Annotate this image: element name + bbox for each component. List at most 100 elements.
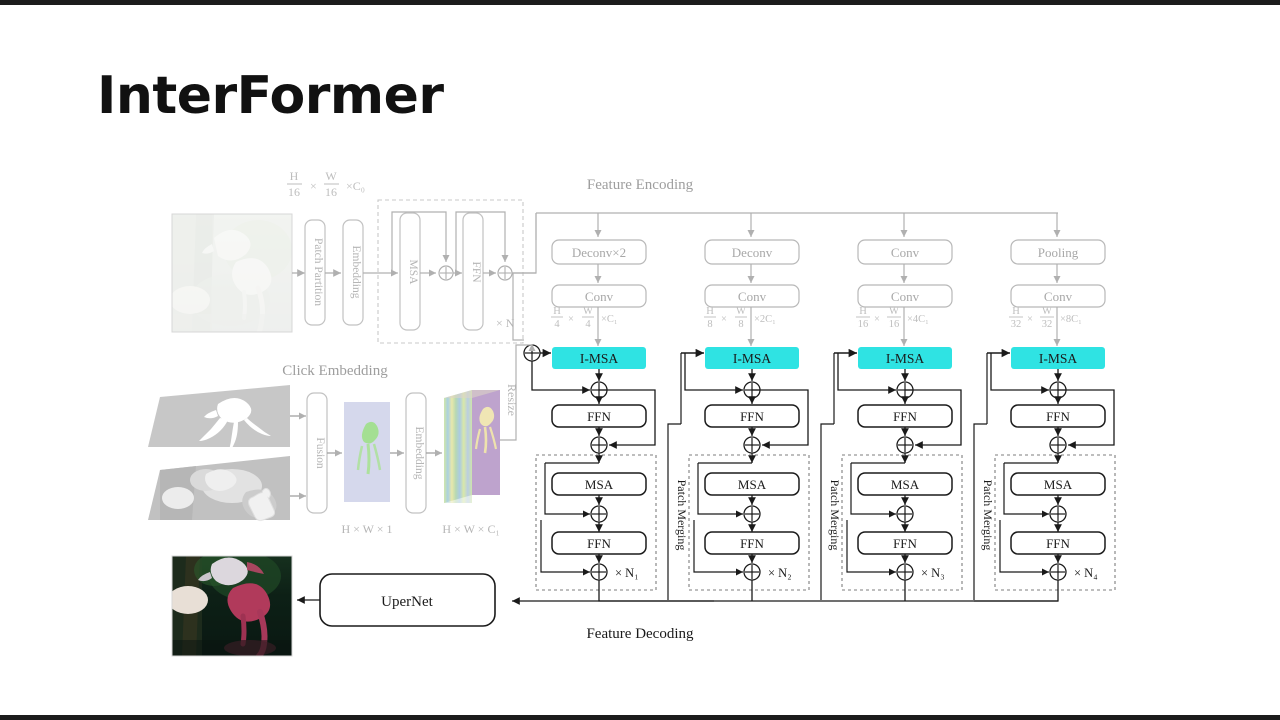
msa-dec-3-label: MSA <box>891 477 920 492</box>
block-deconv[interactable]: Deconv <box>704 239 800 265</box>
dim1-w-den: 4 <box>585 319 591 330</box>
encoder-dim-1: H 4 × W 4 ×C₁ <box>551 306 618 330</box>
block-ffn-dec-1[interactable]: FFN <box>551 531 647 555</box>
feature-encoding-title: Feature Encoding <box>587 177 694 193</box>
block-ffn-enc-3[interactable]: FFN <box>857 404 953 428</box>
decoder-block-3 <box>841 454 963 591</box>
residual-add-4b <box>1049 436 1067 454</box>
block-patch-partition[interactable]: Patch Partition <box>304 219 326 326</box>
block-conv-2[interactable]: Conv <box>704 284 800 308</box>
dim3-w-num: W <box>889 306 899 317</box>
block-fusion[interactable]: Fusion <box>306 392 328 514</box>
block-imsa-1[interactable]: I-MSA <box>552 347 646 369</box>
click-feature-dim-label: H × W × C₁ <box>442 522 499 536</box>
dim4-w-den: 32 <box>1042 319 1053 330</box>
imsa-1-label: I-MSA <box>580 351 619 366</box>
block-embedding-click[interactable]: Embedding <box>405 392 427 514</box>
residual-add-dec-2b <box>743 563 761 581</box>
block-conv-top-3[interactable]: Conv <box>857 239 953 265</box>
encoder-column-1: Deconv×2 Conv H 4 × W 4 ×C₁ <box>523 213 714 602</box>
dim2-times: × <box>721 314 727 325</box>
stem-dim-h-den: 16 <box>288 185 300 199</box>
block-ffn-enc-4[interactable]: FFN <box>1010 404 1106 428</box>
block-conv-3[interactable]: Conv <box>857 284 953 308</box>
block-ffn-enc-1[interactable]: FFN <box>551 404 647 428</box>
ffn-enc-4-label: FFN <box>1046 409 1070 424</box>
dim3-times: × <box>874 314 880 325</box>
feature-decoding-title: Feature Decoding <box>586 626 694 642</box>
block-embedding-stem[interactable]: Embedding <box>342 219 364 326</box>
block-upernet[interactable]: UperNet <box>319 573 496 627</box>
stem-dim-tail: ×C₀ <box>346 179 365 193</box>
block-msa-stem[interactable]: MSA <box>399 212 421 331</box>
block-pooling[interactable]: Pooling <box>1010 239 1106 265</box>
click-feature-volume <box>444 390 500 503</box>
block-ffn-enc-2[interactable]: FFN <box>704 404 800 428</box>
imsa-2-label: I-MSA <box>733 351 772 366</box>
dim1-tail: ×C₁ <box>601 314 618 325</box>
dim4-times: × <box>1027 314 1033 325</box>
output-image <box>171 555 293 657</box>
block-msa-dec-1[interactable]: MSA <box>551 472 647 496</box>
repeat-n1-label: × N₁ <box>615 566 639 580</box>
block-ffn-stem[interactable]: FFN <box>462 212 484 331</box>
click-mask-plane <box>148 385 290 451</box>
decoder-block-2 <box>688 454 810 591</box>
block-conv-4[interactable]: Conv <box>1010 284 1106 308</box>
dim3-w-den: 16 <box>889 319 900 330</box>
dim2-w-num: W <box>736 306 746 317</box>
block-msa-dec-3[interactable]: MSA <box>857 472 953 496</box>
ffn-dec-3-label: FFN <box>893 536 917 551</box>
ffn-enc-3-label: FFN <box>893 409 917 424</box>
block-conv-1[interactable]: Conv <box>551 284 647 308</box>
msa-stem-label: MSA <box>407 260 419 286</box>
click-map-dim-label: H × W × 1 <box>341 522 392 536</box>
stem-dim-w-num: W <box>325 169 337 183</box>
block-imsa-2[interactable]: I-MSA <box>705 347 799 369</box>
dim3-h-den: 16 <box>858 319 869 330</box>
resize-label: Resize <box>505 384 519 416</box>
deconv-label: Deconv <box>732 245 773 260</box>
conv-2-label: Conv <box>738 289 767 304</box>
encoder-dim-4: H 32 × W 32 ×8C₁ <box>1009 306 1082 330</box>
block-ffn-dec-2[interactable]: FFN <box>704 531 800 555</box>
block-imsa-3[interactable]: I-MSA <box>858 347 952 369</box>
residual-add-dec-1b <box>590 563 608 581</box>
stem-transformer-block: MSA FFN × N <box>377 199 524 344</box>
dim1-times: × <box>568 314 574 325</box>
ffn-dec-4-label: FFN <box>1046 536 1070 551</box>
encoder-column-4: Pooling Conv H 32 × W 32 ×8C₁ <box>974 213 1116 602</box>
repeat-n4-label: × N₄ <box>1074 566 1098 580</box>
block-msa-dec-4[interactable]: MSA <box>1010 472 1106 496</box>
pooling-label: Pooling <box>1038 245 1079 260</box>
click-map-plane <box>344 402 390 502</box>
residual-add-2b <box>743 436 761 454</box>
conv-4-label: Conv <box>1044 289 1073 304</box>
patch-partition-label: Patch Partition <box>312 238 324 306</box>
block-msa-dec-2[interactable]: MSA <box>704 472 800 496</box>
conv-1-label: Conv <box>585 289 614 304</box>
fusion-add-1 <box>523 344 541 362</box>
dim1-h-den: 4 <box>554 319 560 330</box>
dim2-h-num: H <box>706 306 714 317</box>
residual-add-dec-1a <box>590 505 608 523</box>
dim4-tail: ×8C₁ <box>1060 314 1082 325</box>
dim4-h-den: 32 <box>1011 319 1022 330</box>
block-imsa-4[interactable]: I-MSA <box>1011 347 1105 369</box>
patch-merging-1: Patch Merging <box>667 423 689 600</box>
ffn-enc-1-label: FFN <box>587 409 611 424</box>
residual-add-dec-3b <box>896 563 914 581</box>
dim3-tail: ×4C₁ <box>907 314 929 325</box>
block-ffn-dec-3[interactable]: FFN <box>857 531 953 555</box>
encoder-dim-2: H 8 × W 8 ×2C₁ <box>704 306 776 330</box>
residual-add-1b <box>590 436 608 454</box>
dim2-h-den: 8 <box>707 319 712 330</box>
block-deconv-x2[interactable]: Deconv×2 <box>551 239 647 265</box>
block-ffn-dec-4[interactable]: FFN <box>1010 531 1106 555</box>
stem-dim-times1: × <box>310 179 317 193</box>
patch-merging-1-label: Patch Merging <box>675 480 689 551</box>
residual-add-dec-4b <box>1049 563 1067 581</box>
dim2-tail: ×2C₁ <box>754 314 776 325</box>
fusion-label: Fusion <box>314 437 326 469</box>
